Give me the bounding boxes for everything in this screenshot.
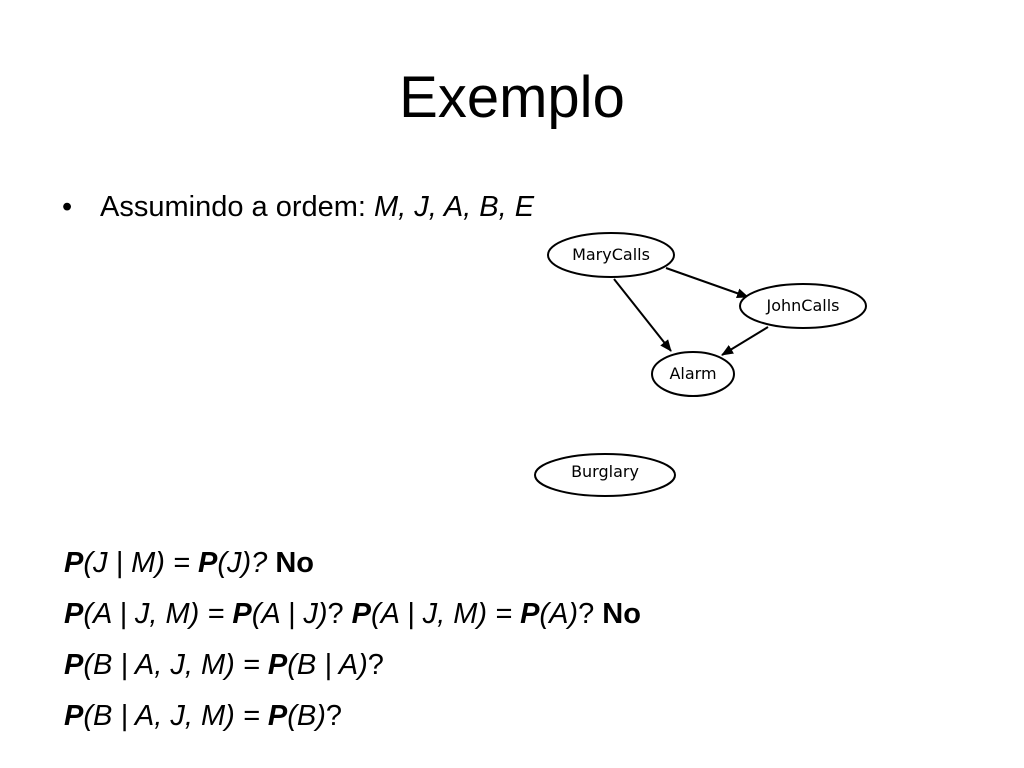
eq-text: (A | J) [251,598,328,630]
eq-text: (A | J, M) = [83,598,233,630]
eq-text: (B | A) [287,649,368,681]
eq-text: (A) [539,598,579,630]
prob-symbol: P [267,700,288,732]
bullet-dot-icon: • [62,191,73,223]
eq-text: (J | M) = [83,547,199,579]
prob-symbol: P [64,700,84,732]
prob-symbol: P [64,649,84,681]
equation-line-2: P(A | J, M) = P(A | J)? P(A | J, M) = P(… [64,596,641,632]
node-johncalls: JohnCalls [739,283,867,329]
prob-symbol: P [64,547,84,579]
equation-line-4: P(B | A, J, M) = P(B)? [64,698,342,734]
node-burglary-label: Burglary [571,462,639,481]
node-burglary: Burglary [534,453,676,497]
node-marycalls-label: MaryCalls [572,245,650,264]
edge-marycalls-alarm [613,278,672,352]
prob-symbol: P [520,598,540,630]
edge-marycalls-johncalls [665,267,749,299]
prob-symbol: P [267,649,288,681]
eq-question: ? [367,649,384,681]
eq-question: ? [325,700,343,732]
node-marycalls: MaryCalls [547,232,675,278]
equation-line-3: P(B | A, J, M) = P(B | A)? [64,647,384,683]
bullet-item: • Assumindo a ordem: M, J, A, B, E [62,189,534,225]
node-johncalls-label: JohnCalls [766,296,840,315]
eq-text: (B) [287,700,326,732]
node-alarm: Alarm [651,351,735,397]
prob-symbol: P [232,598,252,630]
prob-symbol: P [351,598,372,630]
answer-no: No [275,547,315,579]
bullet-order: M, J, A, B, E [374,191,535,223]
eq-text: (B | A, J, M) = [83,649,268,681]
prob-symbol: P [64,598,84,630]
node-alarm-label: Alarm [669,364,716,383]
bullet-text: Assumindo a ordem: [100,191,375,223]
slide-title: Exemplo [399,65,625,130]
eq-question: ? [327,598,352,630]
equation-line-1: P(J | M) = P(J)? No [64,545,314,581]
eq-text: (B | A, J, M) = [83,700,268,732]
eq-text: (A | J, M) = [371,598,521,630]
edge-johncalls-alarm [721,326,769,356]
answer-no: No [602,598,641,630]
eq-text: (J)? [217,547,276,579]
prob-symbol: P [198,547,218,579]
eq-question: ? [578,598,603,630]
